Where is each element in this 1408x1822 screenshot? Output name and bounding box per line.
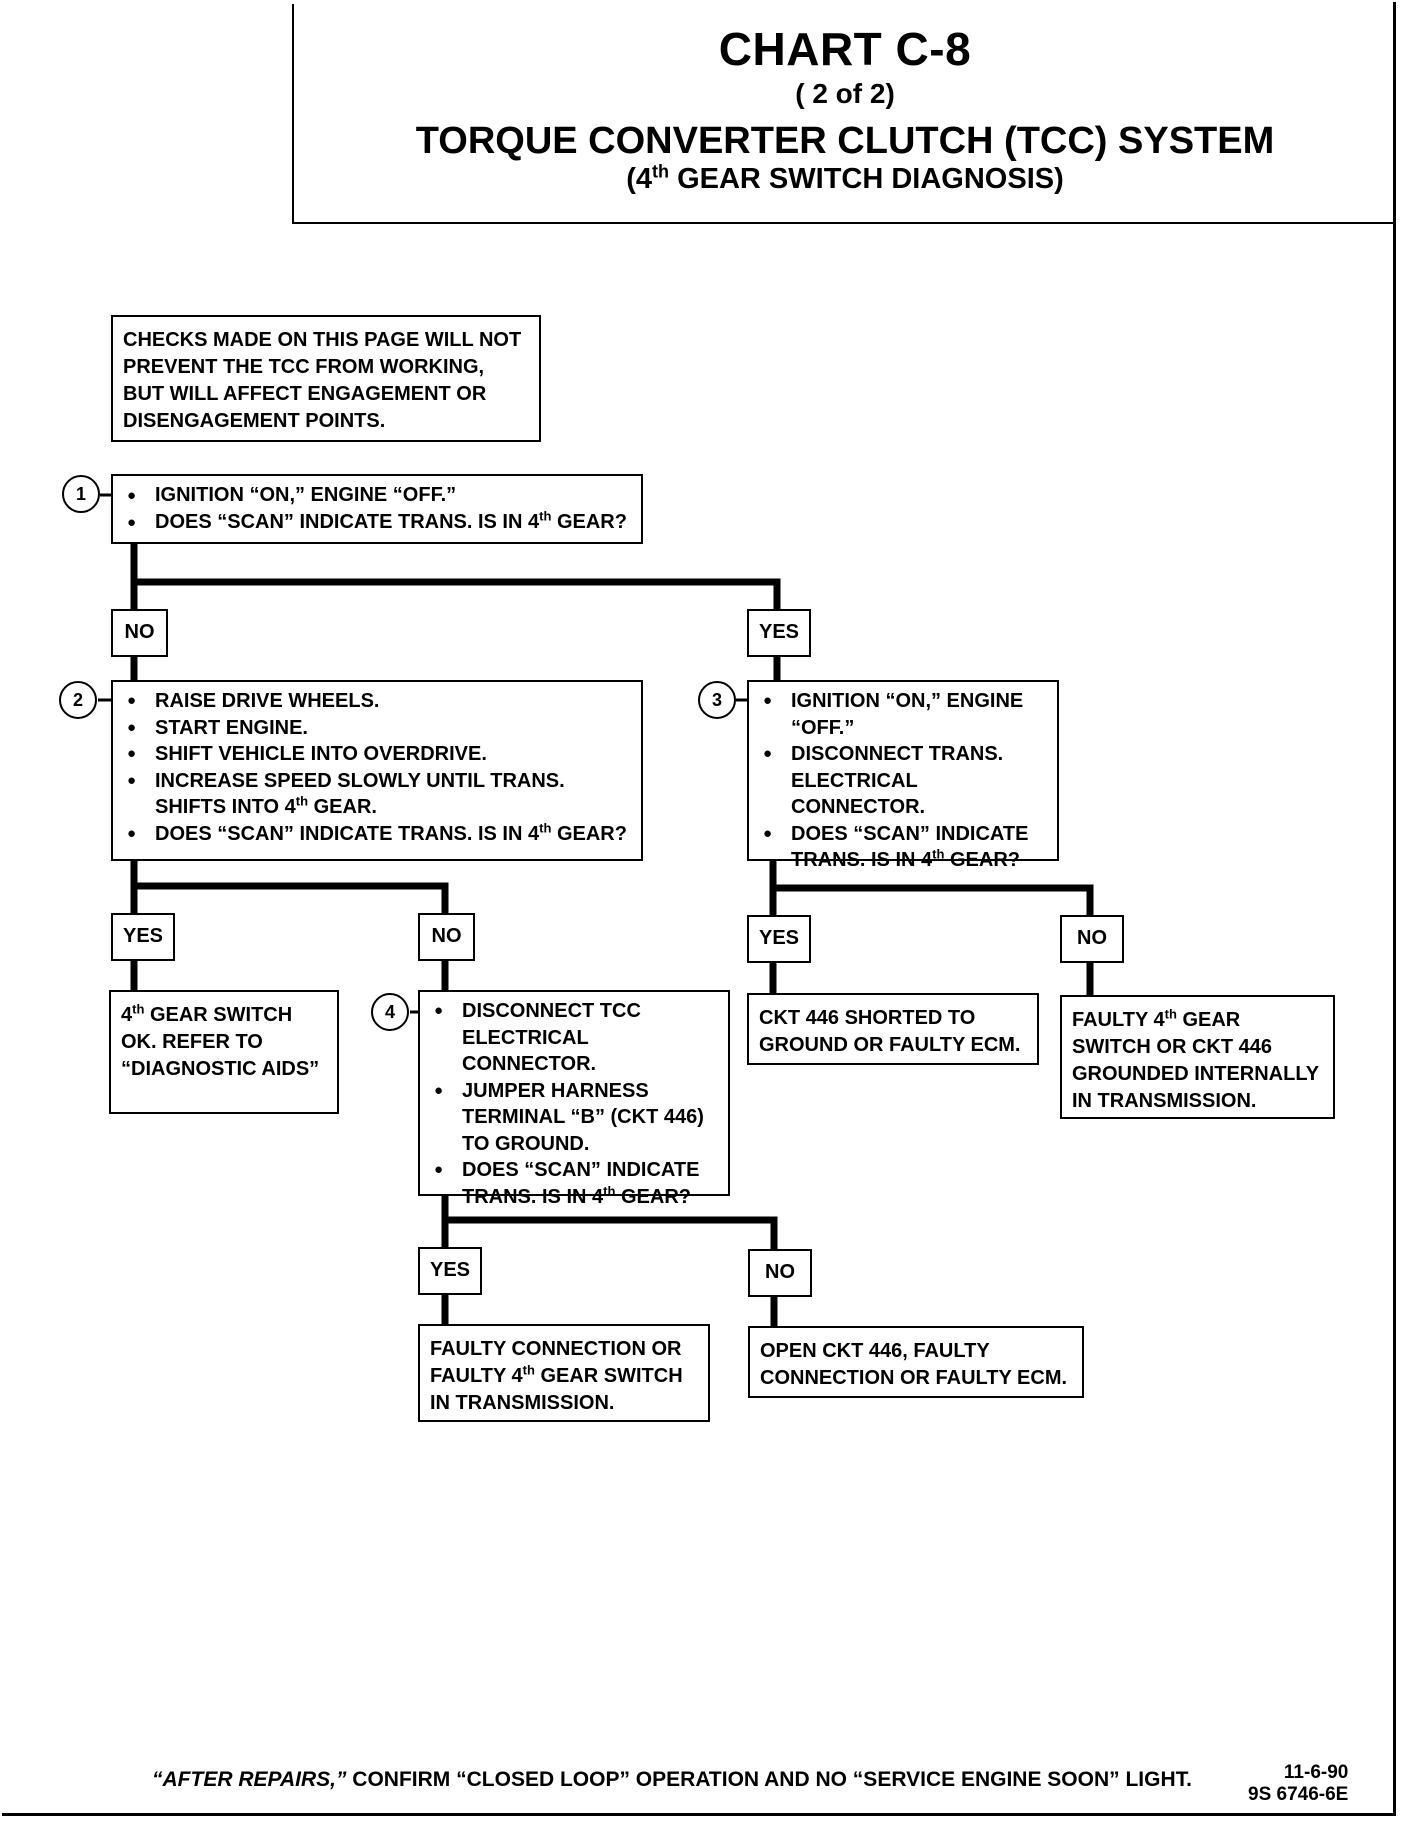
step-number-1: 1 <box>62 475 100 513</box>
step4-no-label: NO <box>748 1249 812 1297</box>
chart-page-indicator: ( 2 of 2) <box>795 78 895 109</box>
step3-box: IGNITION “ON,” ENGINE “OFF.” DISCONNECT … <box>747 680 1059 871</box>
step4-yes-label: YES <box>418 1247 482 1295</box>
step-number-3: 3 <box>698 681 736 719</box>
step3-bullet-2: DISCONNECT TRANS. ELECTRICAL CONNECTOR. <box>759 741 1049 821</box>
result-step2-yes-box: 4th GEAR SWITCH OK. REFER TO “DIAGNOSTIC… <box>109 990 339 1114</box>
step-number-2: 2 <box>59 681 97 719</box>
result-step3-yes-text: CKT 446 SHORTED TO GROUND OR FAULTY ECM. <box>759 1007 1021 1056</box>
step3-no-label: NO <box>1060 915 1124 963</box>
diagnosis-subtitle: (4th GEAR SWITCH DIAGNOSIS) <box>626 161 1064 195</box>
result-step3-yes-box: CKT 446 SHORTED TO GROUND OR FAULTY ECM. <box>747 993 1039 1065</box>
step2-bullet-1: RAISE DRIVE WHEELS. <box>123 688 633 715</box>
result-step4-yes-box: FAULTY CONNECTION OR FAULTY 4th GEAR SWI… <box>418 1324 710 1422</box>
step4-bullet-2: JUMPER HARNESS TERMINAL “B” (CKT 446) TO… <box>430 1078 720 1158</box>
step3-bullet-3: DOES “SCAN” INDICATE TRANS. IS IN 4th GE… <box>759 821 1049 874</box>
connector-step2-no <box>130 882 449 929</box>
connector-step4-no <box>441 1216 778 1259</box>
result-step4-yes-text: FAULTY CONNECTION OR FAULTY 4th GEAR SWI… <box>430 1338 683 1414</box>
result-step3-no-text: FAULTY 4th GEAR SWITCH OR CKT 446 GROUND… <box>1072 1006 1319 1112</box>
step2-bullet-4: INCREASE SPEED SLOWLY UNTIL TRANS. SHIFT… <box>123 768 633 821</box>
step2-no-label: NO <box>418 913 475 961</box>
result-step4-no-box: OPEN CKT 446, FAULTY CONNECTION OR FAULT… <box>748 1326 1084 1398</box>
step2-bullet-5: DOES “SCAN” INDICATE TRANS. IS IN 4th GE… <box>123 821 633 848</box>
footer-note: “AFTER REPAIRS,” CONFIRM “CLOSED LOOP” O… <box>152 1768 1192 1791</box>
connector-step3-no <box>769 884 1094 929</box>
step2-bullet-2: START ENGINE. <box>123 715 633 742</box>
result-step2-yes-text: 4th GEAR SWITCH OK. REFER TO “DIAGNOSTIC… <box>121 1001 320 1080</box>
result-step4-no-text: OPEN CKT 446, FAULTY CONNECTION OR FAULT… <box>760 1340 1068 1389</box>
result-step3-no-box: FAULTY 4th GEAR SWITCH OR CKT 446 GROUND… <box>1060 995 1335 1119</box>
step1-yes-label: YES <box>747 609 811 657</box>
intro-note-box: CHECKS MADE ON THIS PAGE WILL NOT PREVEN… <box>111 315 541 442</box>
intro-note-text: CHECKS MADE ON THIS PAGE WILL NOT PREVEN… <box>123 329 522 432</box>
step1-box: IGNITION “ON,” ENGINE “OFF.” DOES “SCAN”… <box>111 474 643 544</box>
chart-title: CHART C-8 <box>718 23 972 75</box>
step3-yes-label: YES <box>747 915 811 963</box>
document-number: 9S 6746-6E <box>1248 1784 1349 1805</box>
step3-bullet-1: IGNITION “ON,” ENGINE “OFF.” <box>759 688 1049 741</box>
document-code: 11-6-90 9S 6746-6E <box>1248 1762 1348 1806</box>
step2-box: RAISE DRIVE WHEELS. START ENGINE. SHIFT … <box>111 680 643 861</box>
step4-bullet-1: DISCONNECT TCC ELECTRICAL CONNECTOR. <box>430 998 720 1078</box>
step1-no-label: NO <box>111 609 168 657</box>
step2-bullet-3: SHIFT VEHICLE INTO OVERDRIVE. <box>123 741 633 768</box>
step1-bullet-1: IGNITION “ON,” ENGINE “OFF.” <box>123 482 633 509</box>
document-date: 11-6-90 <box>1283 1762 1349 1783</box>
step4-bullet-3: DOES “SCAN” INDICATE TRANS. IS IN 4th GE… <box>430 1157 720 1210</box>
step-number-4: 4 <box>371 993 409 1031</box>
step4-box: DISCONNECT TCC ELECTRICAL CONNECTOR. JUM… <box>418 990 730 1208</box>
title-block: CHART C-8 ( 2 of 2) TORQUE CONVERTER CLU… <box>292 4 1396 224</box>
step1-bullet-2: DOES “SCAN” INDICATE TRANS. IS IN 4th GE… <box>123 509 633 536</box>
connector-step1-yes <box>130 578 781 616</box>
system-title: TORQUE CONVERTER CLUTCH (TCC) SYSTEM <box>415 120 1275 162</box>
step2-yes-label: YES <box>111 913 175 961</box>
